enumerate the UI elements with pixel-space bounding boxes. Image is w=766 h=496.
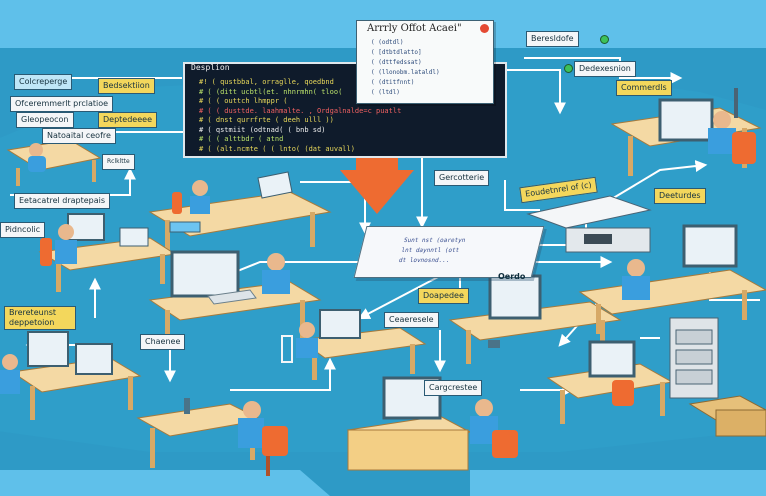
document-line: dt lovnosnd... (398, 257, 451, 264)
desk-workstation (610, 88, 762, 176)
document-line: lnt daynntl (ott (400, 247, 461, 254)
label-rclkltte: Rclkltte (102, 154, 135, 170)
code-line: # ( dnst qurrfrte ( deeh ulll )) (199, 116, 334, 124)
popup-line: ( (ltdl) (371, 89, 400, 96)
label-brereteunst: Brereteunst deppetoion (4, 306, 76, 330)
desk-workstation (148, 250, 322, 350)
label-chaenee: Chaenee (140, 334, 186, 350)
label-ofceremmerlt: Ofceremmerlt prclatioe (10, 96, 114, 112)
code-line: # ( ( outtch lhmppr ( (199, 97, 288, 105)
label-oerdo: Oerdo (498, 272, 526, 281)
popup-dialog: Arrrly Offot Acaei" ( (odtdl) ( [dtbtdlat… (356, 20, 494, 104)
label-colcreperge: Colcreperge (14, 74, 73, 90)
status-dot-icon (600, 35, 609, 44)
desk-workstation (136, 398, 288, 476)
desk-workstation (448, 274, 622, 364)
desk-workstation (281, 309, 427, 380)
label-cargcrestee: Cargcrestee (424, 380, 483, 396)
label-gleopeocon: Gleopeocon (16, 112, 74, 128)
label-bedsektiion: Bedsektiion (98, 78, 155, 94)
label-beresldofe: Beresldofe (526, 31, 579, 47)
label-natoaital: Natoaital ceofre (42, 128, 116, 144)
label-desktop-tag: Dedexesnion (574, 61, 636, 77)
popup-line: ( (llonobm.lataldl) (371, 69, 440, 76)
code-line: # ( ( dusttde. laahmalte. , Ordgalnalde=… (199, 106, 402, 115)
desk-workstation (0, 331, 142, 420)
code-line: # ( qstmiit (odtnad( ( bnb sd) (199, 125, 326, 134)
code-line: #! ( qustbbal, orraglle, qoedbnd (199, 78, 334, 86)
label-doapedee: Doapedee (418, 288, 469, 304)
popup-line: ( (odtdl) (371, 39, 404, 46)
code-window-title: Desplion (191, 63, 230, 72)
desk-workstation (546, 317, 766, 437)
desk-workstation (578, 224, 766, 334)
code-editor-window: Desplion #! ( qustbbal, orraglle, qoedbn… (183, 62, 507, 158)
code-line: # ( ( alttbdr ( atnd (199, 135, 284, 143)
popup-line: ( (dttfedssat) (371, 59, 422, 66)
desk-workstation (6, 139, 102, 186)
popup-line: ( [dtbtdlatto] (371, 49, 422, 56)
document-line: Sunt nst (oaretyn (402, 237, 467, 244)
label-pidncolic: Pidncolic (0, 222, 46, 238)
status-dot-icon (564, 64, 573, 73)
close-icon[interactable] (480, 24, 489, 33)
desk-workstation (148, 171, 332, 255)
printer-device (526, 195, 652, 253)
label-gercotterie: Gercotterie (434, 170, 490, 186)
code-line: # ( (alt.ncmte ( ( lnto( (dat auvall) (199, 144, 355, 153)
code-line: # ( (ditt ucbtl(et. nhnrmhn( tloo( (199, 87, 343, 96)
label-deeturdes: Deeturdes (654, 188, 706, 204)
popup-title: Arrrly Offot Acaei" (367, 23, 462, 34)
label-estaecutrel: Eetacatrel draptepais (14, 193, 111, 209)
label-commerdls: Commerdls (616, 80, 672, 96)
label-deptedeeee: Deptedeeee (98, 112, 157, 128)
label-ceaeresele: Ceaeresele (384, 312, 439, 328)
popup-line: ( (dtitfnnt) (371, 79, 415, 86)
